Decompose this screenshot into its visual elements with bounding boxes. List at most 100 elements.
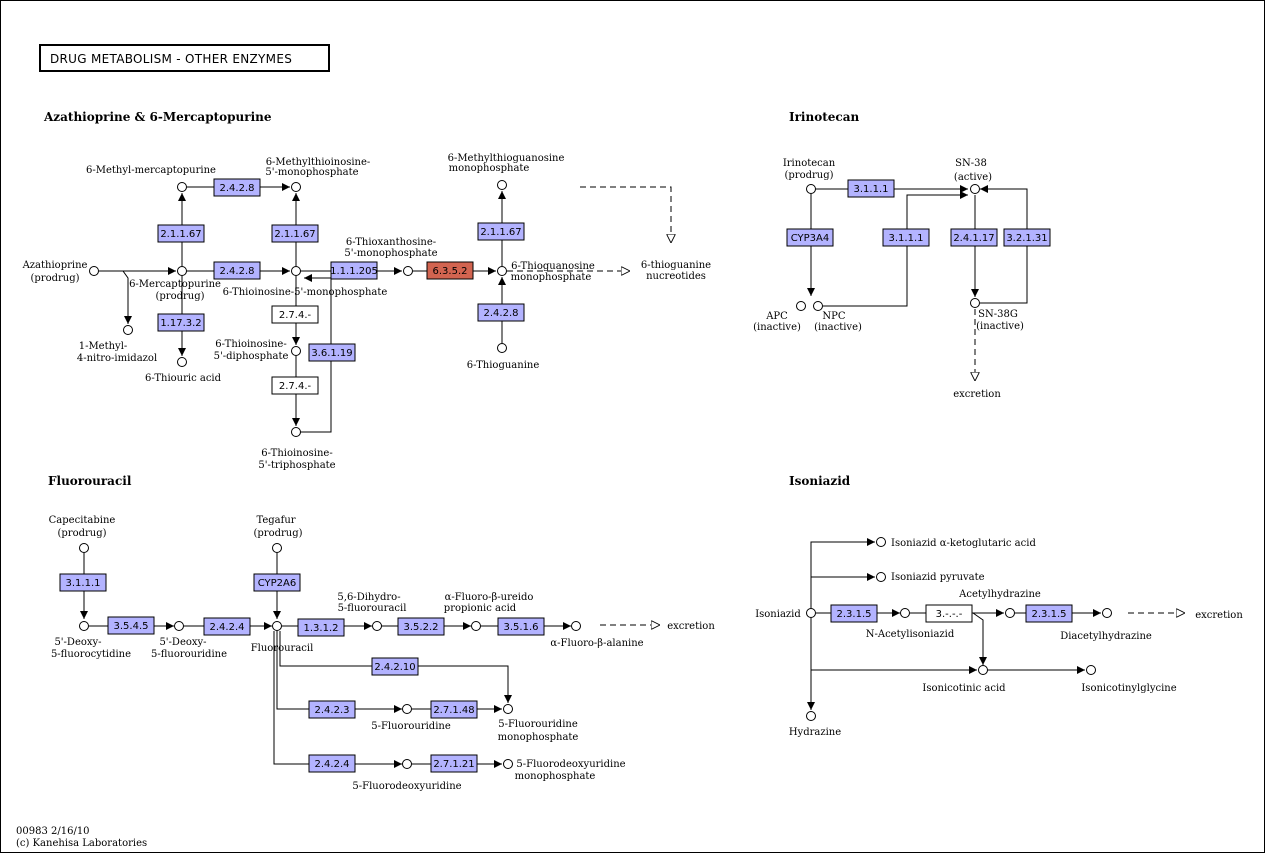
svg-text:6.3.5.2: 6.3.5.2 xyxy=(433,266,468,277)
enzyme-box-fu_1312[interactable]: 1.3.1.2 xyxy=(297,618,345,637)
enzyme-box-fu_3516[interactable]: 3.5.1.6 xyxy=(497,617,545,636)
compound-node-isonicotinylglycine xyxy=(1086,665,1096,675)
label-thioguanine: 6-Thioguanine xyxy=(467,360,540,371)
svg-text:2.4.2.3: 2.4.2.3 xyxy=(315,705,350,716)
label-isonicotinylglycine: Isonicotinylglycine xyxy=(1081,683,1176,694)
enzyme-box-fu_24210[interactable]: 2.4.2.10 xyxy=(371,657,419,676)
enzyme-box-aza_274_a[interactable]: 2.7.4.- xyxy=(271,305,319,324)
label-isonicotinic: Isonicotinic acid xyxy=(922,683,1006,694)
enzyme-box-aza_6352[interactable]: 6.3.5.2 xyxy=(426,261,474,280)
enzyme-box-iso_2315_b[interactable]: 2.3.1.5 xyxy=(1025,604,1073,623)
enzyme-box-fu_3522[interactable]: 3.5.2.2 xyxy=(397,617,445,636)
compound-node-thioxanthosine xyxy=(403,266,413,276)
label-iso-excretion: excretion xyxy=(1195,610,1243,621)
enzyme-box-fu_27148[interactable]: 2.7.1.48 xyxy=(430,700,478,719)
label-acetylhydrazine: Acetylhydrazine xyxy=(958,589,1041,600)
svg-text:3.1.1.1: 3.1.1.1 xyxy=(889,233,924,244)
compound-node-thioinosine-mp xyxy=(291,266,301,276)
compound-node-fluorouridine xyxy=(402,704,412,714)
enzyme-box-iri_32131[interactable]: 3.2.1.31 xyxy=(1003,228,1051,247)
svg-text:3.2.1.31: 3.2.1.31 xyxy=(1006,233,1047,244)
compound-node-sn38 xyxy=(970,184,980,194)
enzyme-box-aza_274_b[interactable]: 2.7.4.- xyxy=(271,376,319,395)
compound-node-fluorodeoxyuridine xyxy=(402,759,412,769)
label-iso-pyruvate: Isoniazid pyruvate xyxy=(891,572,985,583)
enzyme-box-aza_21167_b[interactable]: 2.1.1.67 xyxy=(271,224,319,243)
compound-node-thioinosine-tp xyxy=(291,427,301,437)
compound-node-mercaptopurine xyxy=(177,266,187,276)
enzyme-box-aza_242_a[interactable]: 2.4.2.8 xyxy=(213,178,261,197)
enzyme-box-fu_2424_b[interactable]: 2.4.2.4 xyxy=(308,754,356,773)
page-title: DRUG METABOLISM - OTHER ENZYMES xyxy=(50,52,292,66)
compound-node-ureido xyxy=(471,621,481,631)
label-thioinosine-tp-2: 5'-triphosphate xyxy=(258,460,335,471)
label-tegafur-1: Tegafur xyxy=(256,515,295,526)
enzyme-box-aza_36119[interactable]: 3.6.1.19 xyxy=(308,343,356,362)
compound-node-dfur xyxy=(174,621,184,631)
svg-text:2.7.4.-: 2.7.4.- xyxy=(279,310,312,321)
compound-node-alanine xyxy=(571,621,581,631)
enzyme-box-iri_24117[interactable]: 2.4.1.17 xyxy=(950,228,998,247)
label-iri-excretion: excretion xyxy=(953,389,1001,400)
compound-node-acetylisoniazid xyxy=(900,608,910,618)
svg-text:3.-.-.-: 3.-.-.- xyxy=(936,609,963,620)
label-fluorouracil: Fluorouracil xyxy=(251,643,314,654)
svg-text:CYP3A4: CYP3A4 xyxy=(791,233,830,244)
svg-text:2.4.2.8: 2.4.2.8 xyxy=(220,183,255,194)
svg-text:1.3.1.2: 1.3.1.2 xyxy=(304,623,339,634)
enzyme-box-iri_3111_a[interactable]: 3.1.1.1 xyxy=(847,179,895,198)
compound-node-apc xyxy=(796,301,806,311)
label-thioinosine-tp-1: 6-Thioinosine- xyxy=(261,448,332,459)
compound-node-dihydro xyxy=(372,621,382,631)
label-methyl-nitro-2: 4-nitro-imidazol xyxy=(77,353,157,364)
enzyme-box-iri_cyp3a4[interactable]: CYP3A4 xyxy=(786,228,834,247)
label-irinotecan-2: (prodrug) xyxy=(784,170,833,181)
svg-text:3.1.1.1: 3.1.1.1 xyxy=(854,184,889,195)
compound-node-diacetylhydrazine xyxy=(1102,608,1112,618)
enzyme-box-aza_11732[interactable]: 1.17.3.2 xyxy=(157,313,205,332)
label-methylthioinosine-1: 6-Methylthioinosine- xyxy=(266,157,371,168)
compound-node-azathioprine xyxy=(89,266,99,276)
enzyme-box-aza_242_c[interactable]: 2.4.2.8 xyxy=(477,303,525,322)
footer-copyright: (c) Kanehisa Laboratories xyxy=(16,838,147,849)
svg-text:2.1.1.67: 2.1.1.67 xyxy=(274,229,315,240)
compound-node-methyl-nitro xyxy=(123,325,133,335)
enzyme-box-fu_27121[interactable]: 2.7.1.21 xyxy=(430,754,478,773)
label-dfur-2: 5-fluorouridine xyxy=(151,649,227,660)
label-mp-2: (prodrug) xyxy=(155,291,204,302)
enzyme-box-aza_21167_a[interactable]: 2.1.1.67 xyxy=(157,224,205,243)
iri-edges xyxy=(807,185,1028,381)
compound-node-thioinosine-dp xyxy=(291,346,301,356)
enzyme-box-iso_2315_a[interactable]: 2.3.1.5 xyxy=(830,604,878,623)
compound-node-methyl-mp xyxy=(177,182,187,192)
label-thioguanine-nuc-1: 6-thioguanine xyxy=(641,260,711,271)
label-fluorouridine: 5-Fluorouridine xyxy=(371,721,451,732)
compound-node-hydrazine xyxy=(806,711,816,721)
compound-node-thiouric xyxy=(177,357,187,367)
enzyme-box-aza_242_b[interactable]: 2.4.2.8 xyxy=(213,261,261,280)
enzyme-box-fu_cyp2a6[interactable]: CYP2A6 xyxy=(253,573,301,592)
enzyme-box-fu_3545[interactable]: 3.5.4.5 xyxy=(107,616,155,635)
svg-text:3.5.2.2: 3.5.2.2 xyxy=(404,622,439,633)
label-alanine: α-Fluoro-β-alanine xyxy=(550,638,643,649)
compound-nodes[interactable] xyxy=(79,180,1112,769)
label-npc-1: NPC xyxy=(822,311,845,322)
label-sn38g-1: SN-38G xyxy=(978,309,1018,320)
compound-node-fluorouracil xyxy=(272,621,282,631)
enzyme-box-iri_3111_b[interactable]: 3.1.1.1 xyxy=(882,228,930,247)
compound-node-methylthioinosine xyxy=(291,182,301,192)
section-irinotecan: Irinotecan xyxy=(789,110,859,124)
enzyme-box-aza_111205[interactable]: 1.1.1.205 xyxy=(330,261,378,280)
enzyme-box-aza_21167_c[interactable]: 2.1.1.67 xyxy=(477,222,525,241)
enzyme-box-fu_2423[interactable]: 2.4.2.3 xyxy=(308,700,356,719)
label-methylthioguanosine-1: 6-Methylthioguanosine xyxy=(448,153,565,164)
svg-text:1.1.1.205: 1.1.1.205 xyxy=(330,266,378,277)
enzyme-box-iso_3[interactable]: 3.-.-.- xyxy=(925,604,973,623)
enzyme-box-fu_2424_a[interactable]: 2.4.2.4 xyxy=(203,617,251,636)
enzyme-box-fu_3111[interactable]: 3.1.1.1 xyxy=(59,573,107,592)
compound-labels: 6-Methyl-mercaptopurine 6-Methylthioinos… xyxy=(22,153,1244,792)
label-thioxanthosine-1: 6-Thioxanthosine- xyxy=(346,237,436,248)
label-ureido-2: propionic acid xyxy=(444,603,517,614)
label-methylthioinosine-2: 5'-monophosphate xyxy=(265,167,358,178)
